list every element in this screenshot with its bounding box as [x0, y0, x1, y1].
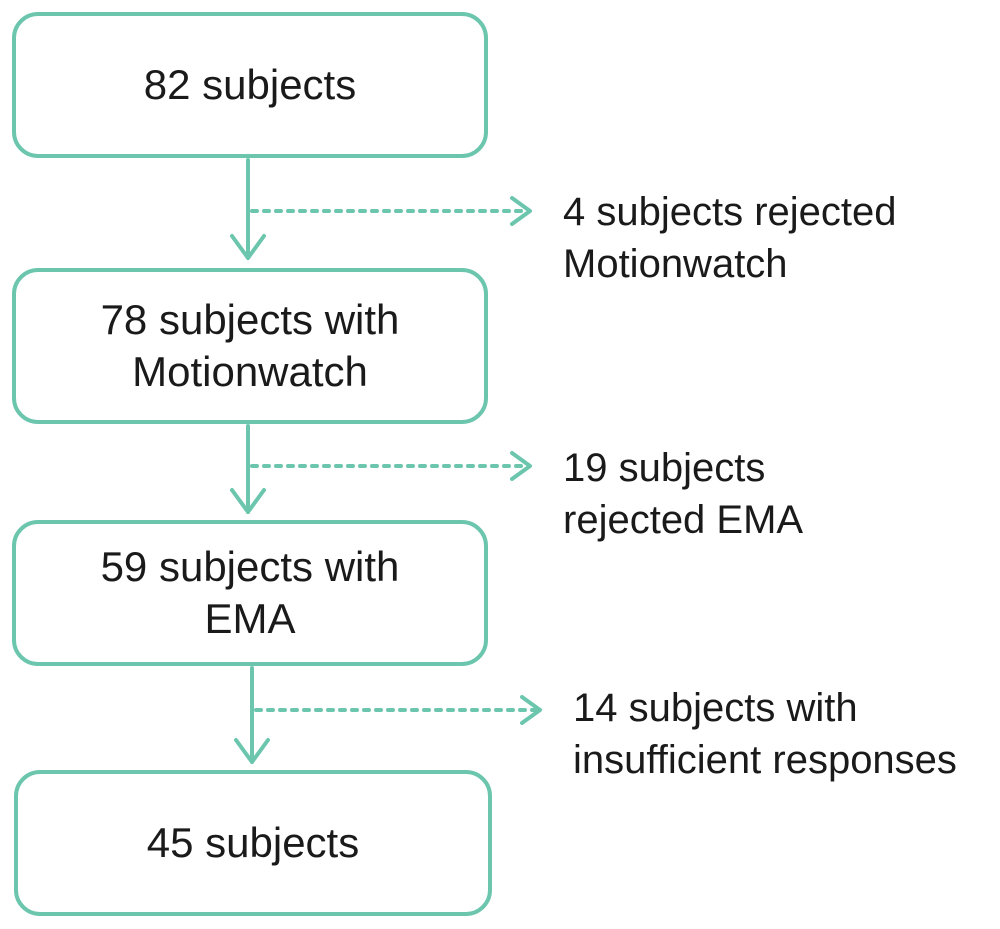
flow-arrow-3	[234, 666, 270, 764]
exclusion-label-line: insufficient responses	[573, 738, 957, 782]
step-label-line: 82 subjects	[143, 61, 357, 108]
step-box-initial: 82 subjects	[12, 12, 488, 158]
step-box-final: 45 subjects	[14, 770, 492, 916]
exclusion-arrow-2	[250, 451, 532, 481]
exclusion-arrow-1	[250, 196, 532, 226]
exclusion-label-line: Motionwatch	[563, 242, 788, 286]
exclusion-label-line: 4 subjects rejected	[563, 190, 897, 234]
exclusion-arrow-3	[254, 695, 542, 725]
step-box-motionwatch: 78 subjects with Motionwatch	[12, 268, 488, 424]
exclusion-label-line: rejected EMA	[563, 498, 804, 542]
exclusion-label-motionwatch: 4 subjects rejected Motionwatch	[563, 186, 897, 290]
step-label-line: EMA	[204, 595, 296, 642]
step-label-line: 78 subjects with	[100, 296, 400, 343]
step-label-line: 45 subjects	[146, 819, 360, 866]
exclusion-label-responses: 14 subjects with insufficient responses	[573, 682, 957, 786]
step-label-line: 59 subjects with	[100, 543, 400, 590]
step-box-ema: 59 subjects with EMA	[12, 520, 488, 666]
step-label-line: Motionwatch	[132, 348, 368, 395]
exclusion-label-line: 14 subjects with	[573, 686, 858, 730]
flow-arrow-2	[230, 424, 266, 514]
exclusion-label-line: 19 subjects	[563, 446, 766, 490]
exclusion-label-ema: 19 subjects rejected EMA	[563, 442, 803, 546]
flow-arrow-1	[230, 158, 266, 260]
